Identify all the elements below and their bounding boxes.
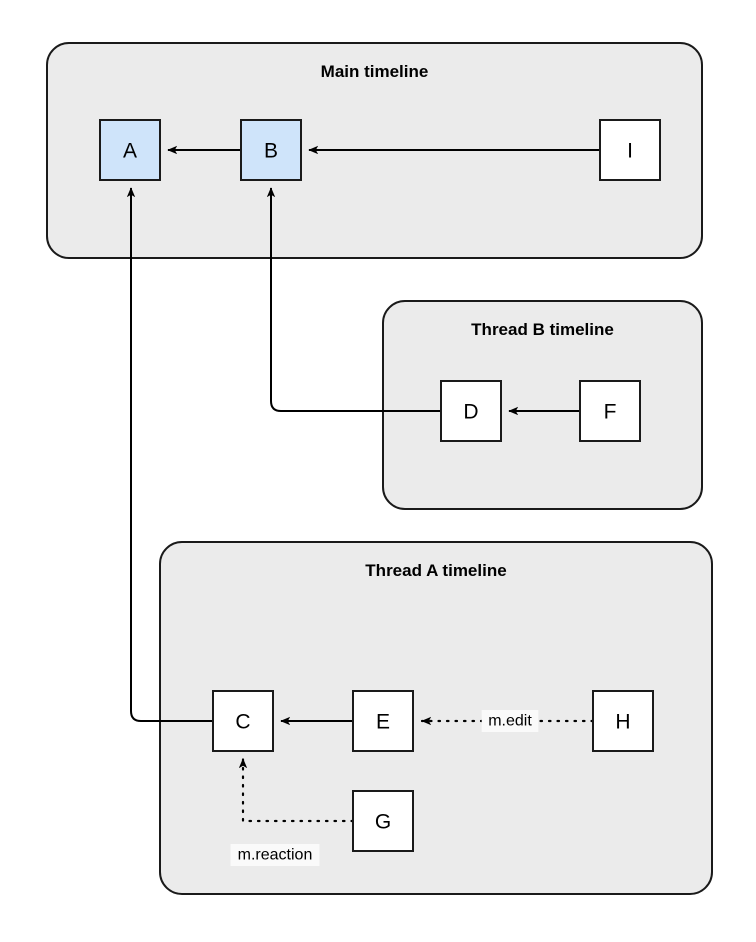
edge-label-m-reaction-text: m.reaction <box>238 847 313 864</box>
node-i[interactable]: I <box>599 119 661 181</box>
node-a[interactable]: A <box>99 119 161 181</box>
node-b-box <box>240 119 302 181</box>
node-b-label: B <box>264 140 278 163</box>
node-f-label: F <box>604 401 617 424</box>
edges-layer <box>126 145 600 823</box>
edge-label-m-edit-background <box>481 710 539 732</box>
edge-label-m-reaction: m.reaction <box>230 844 320 866</box>
node-b[interactable]: B <box>240 119 302 181</box>
node-d-label: D <box>463 401 478 424</box>
group-thread-b-timeline-box <box>382 300 703 510</box>
node-e[interactable]: E <box>352 690 414 752</box>
edge-c-to-a[interactable] <box>126 187 213 722</box>
nodes-layer: A B I D F C E <box>99 119 661 852</box>
group-thread-b-timeline-title: Thread B timeline <box>471 320 614 339</box>
edge-label-m-edit-text: m.edit <box>488 713 532 730</box>
node-f[interactable]: F <box>579 380 641 442</box>
node-g-box <box>352 790 414 852</box>
node-c[interactable]: C <box>212 690 274 752</box>
node-f-box <box>579 380 641 442</box>
group-thread-a-timeline-box <box>159 541 713 895</box>
node-g-label: G <box>375 811 391 834</box>
node-i-box <box>599 119 661 181</box>
node-h[interactable]: H <box>592 690 654 752</box>
node-a-label: A <box>123 140 137 163</box>
edge-g-to-c-m-reaction[interactable] <box>238 757 355 823</box>
edge-label-m-edit: m.edit <box>481 710 539 732</box>
node-h-box <box>592 690 654 752</box>
edge-label-m-reaction-background <box>230 844 320 866</box>
node-d-box <box>440 380 502 442</box>
edge-d-to-b[interactable] <box>266 187 441 412</box>
node-h-label: H <box>615 711 630 734</box>
group-thread-a-timeline[interactable]: Thread A timeline <box>159 541 713 895</box>
group-thread-b-timeline[interactable]: Thread B timeline <box>382 300 703 510</box>
node-e-box <box>352 690 414 752</box>
node-a-box <box>99 119 161 181</box>
node-c-box <box>212 690 274 752</box>
group-thread-a-timeline-title: Thread A timeline <box>365 561 506 580</box>
node-d[interactable]: D <box>440 380 502 442</box>
node-e-label: E <box>376 711 390 734</box>
group-main-timeline-title: Main timeline <box>321 62 429 81</box>
node-g[interactable]: G <box>352 790 414 852</box>
node-i-label: I <box>627 140 633 163</box>
node-c-label: C <box>235 711 250 734</box>
edge-labels-layer: m.edit m.reaction <box>230 710 539 866</box>
